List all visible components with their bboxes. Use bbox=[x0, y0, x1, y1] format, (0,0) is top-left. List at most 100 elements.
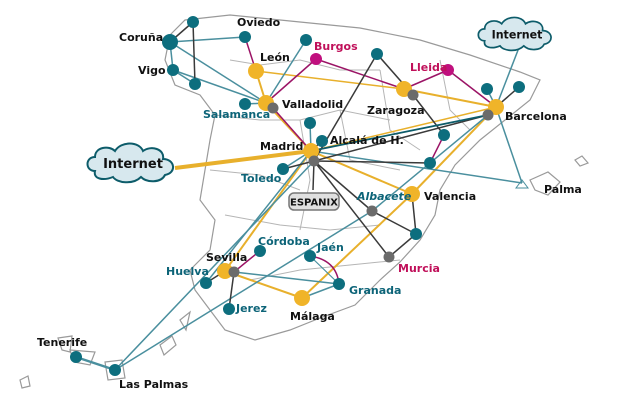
region-border bbox=[339, 109, 401, 171]
link-sevilla_x-jerez bbox=[228, 271, 235, 310]
node-sevilla_x[interactable] bbox=[228, 266, 240, 278]
node-tenerife[interactable] bbox=[70, 351, 82, 363]
label-salamanca: Salamanca bbox=[203, 108, 270, 121]
link-madrid-inetW bbox=[174, 149, 312, 170]
internet-west-cloud-icon: Internet bbox=[86, 142, 174, 184]
node-lleida[interactable] bbox=[442, 64, 454, 76]
node-valencia[interactable] bbox=[404, 186, 420, 202]
node-barcelona[interactable] bbox=[488, 99, 504, 115]
map-borders bbox=[19, 14, 590, 389]
internet-label: Internet bbox=[492, 28, 544, 41]
label-murcia: Murcia bbox=[398, 262, 440, 275]
node-ea1[interactable] bbox=[438, 129, 450, 141]
link-madrid_x-albacete bbox=[313, 160, 373, 212]
node-mad_top[interactable] bbox=[304, 117, 316, 129]
label-albacete: Albacete bbox=[356, 190, 412, 203]
label-leon: León bbox=[260, 51, 290, 64]
label-oviedo: Oviedo bbox=[237, 16, 281, 29]
region-border bbox=[229, 59, 380, 71]
label-huelva: Huelva bbox=[166, 265, 209, 278]
link-tenerife-laspalmas bbox=[75, 355, 116, 372]
link-barcelona-palma bbox=[495, 106, 523, 184]
map-border bbox=[57, 335, 73, 353]
node-val_s[interactable] bbox=[410, 228, 422, 240]
map-border bbox=[104, 359, 126, 381]
label-cordoba: Córdoba bbox=[258, 235, 310, 248]
node-murcia[interactable] bbox=[383, 251, 395, 263]
node-toledo[interactable] bbox=[277, 163, 289, 175]
label-coruna: Coruña bbox=[119, 31, 163, 44]
node-jerez[interactable] bbox=[223, 303, 235, 315]
link-barcelona_x-madrid bbox=[310, 114, 489, 152]
node-cordoba[interactable] bbox=[254, 245, 266, 257]
label-valencia: Valencia bbox=[424, 190, 476, 203]
link-madrid_x-ea2 bbox=[313, 160, 431, 164]
node-zaragoza_x[interactable] bbox=[407, 89, 419, 101]
node-gal2[interactable] bbox=[189, 78, 201, 90]
link-leon-zaragoza bbox=[255, 70, 405, 90]
link-albacete-val_s bbox=[371, 210, 417, 235]
link-coruna-valladolid bbox=[169, 41, 267, 104]
label-zaragoza: Zaragoza bbox=[367, 104, 425, 117]
node-laspalmas[interactable] bbox=[109, 364, 121, 376]
node-albacete[interactable] bbox=[366, 205, 378, 217]
map-border bbox=[179, 310, 191, 332]
node-granada[interactable] bbox=[333, 278, 345, 290]
node-sevilla[interactable] bbox=[217, 263, 233, 279]
node-alcala[interactable] bbox=[316, 135, 328, 147]
node-coruna[interactable] bbox=[162, 34, 178, 50]
internet-label: Internet bbox=[103, 157, 163, 172]
link-lleida-barcelona bbox=[447, 69, 497, 108]
node-madrid_x[interactable] bbox=[308, 155, 320, 167]
city-labels: OviedoCoruñaVigoLeónBurgosLleidaSalamanc… bbox=[37, 16, 582, 391]
link-burgos-valladolid bbox=[265, 58, 317, 104]
node-oviedo[interactable] bbox=[239, 31, 251, 43]
link-laspalmas-albacete bbox=[114, 210, 373, 371]
node-ea2[interactable] bbox=[424, 157, 436, 169]
region-border bbox=[224, 214, 381, 231]
node-madrid[interactable] bbox=[303, 143, 319, 159]
node-zar_top[interactable] bbox=[371, 48, 383, 60]
node-jaen[interactable] bbox=[304, 250, 316, 262]
link-madrid-huelva bbox=[205, 150, 312, 284]
link-zaragoza-barcelona bbox=[403, 88, 497, 108]
node-burgos[interactable] bbox=[310, 53, 322, 65]
espanix-exchange-box[interactable]: ESPANIX bbox=[288, 192, 340, 211]
link-gal1-gal2 bbox=[192, 21, 196, 85]
link-burgos-zaragoza bbox=[315, 58, 405, 90]
region-border bbox=[439, 59, 471, 131]
label-las-palmas: Las Palmas bbox=[119, 378, 189, 391]
label-tenerife: Tenerife bbox=[37, 336, 87, 349]
region-border bbox=[249, 259, 401, 281]
label-granada: Granada bbox=[349, 284, 401, 297]
map-border bbox=[574, 155, 590, 167]
node-vigo[interactable] bbox=[167, 64, 179, 76]
link-madrid_x-barcelona_x bbox=[313, 114, 489, 162]
label-toledo: Toledo bbox=[241, 172, 282, 185]
link-madrid-palma bbox=[310, 150, 523, 184]
label-valladolid: Valladolid bbox=[282, 98, 343, 111]
node-huelva[interactable] bbox=[200, 277, 212, 289]
label-jerez: Jerez bbox=[235, 302, 267, 315]
label-vigo: Vigo bbox=[138, 64, 166, 77]
node-cant[interactable] bbox=[300, 34, 312, 46]
node-valladolid_x[interactable] bbox=[267, 102, 279, 114]
link-madrid-barcelona bbox=[310, 106, 497, 152]
node-salamanca[interactable] bbox=[239, 98, 251, 110]
region-border bbox=[379, 69, 421, 151]
region-border bbox=[299, 119, 311, 231]
link-madrid_x-murcia bbox=[313, 160, 390, 258]
link-valencia-barcelona bbox=[411, 106, 497, 195]
node-barcelona_x[interactable] bbox=[482, 109, 494, 121]
link-granada-jaen bbox=[309, 255, 340, 285]
node-leon[interactable] bbox=[248, 63, 264, 79]
node-cat1[interactable] bbox=[481, 83, 493, 95]
node-cat2[interactable] bbox=[513, 81, 525, 93]
link-valladolid_x-madrid bbox=[272, 107, 312, 152]
node-malaga[interactable] bbox=[294, 290, 310, 306]
node-gal1[interactable] bbox=[187, 16, 199, 28]
link-cant-valladolid bbox=[265, 39, 307, 104]
